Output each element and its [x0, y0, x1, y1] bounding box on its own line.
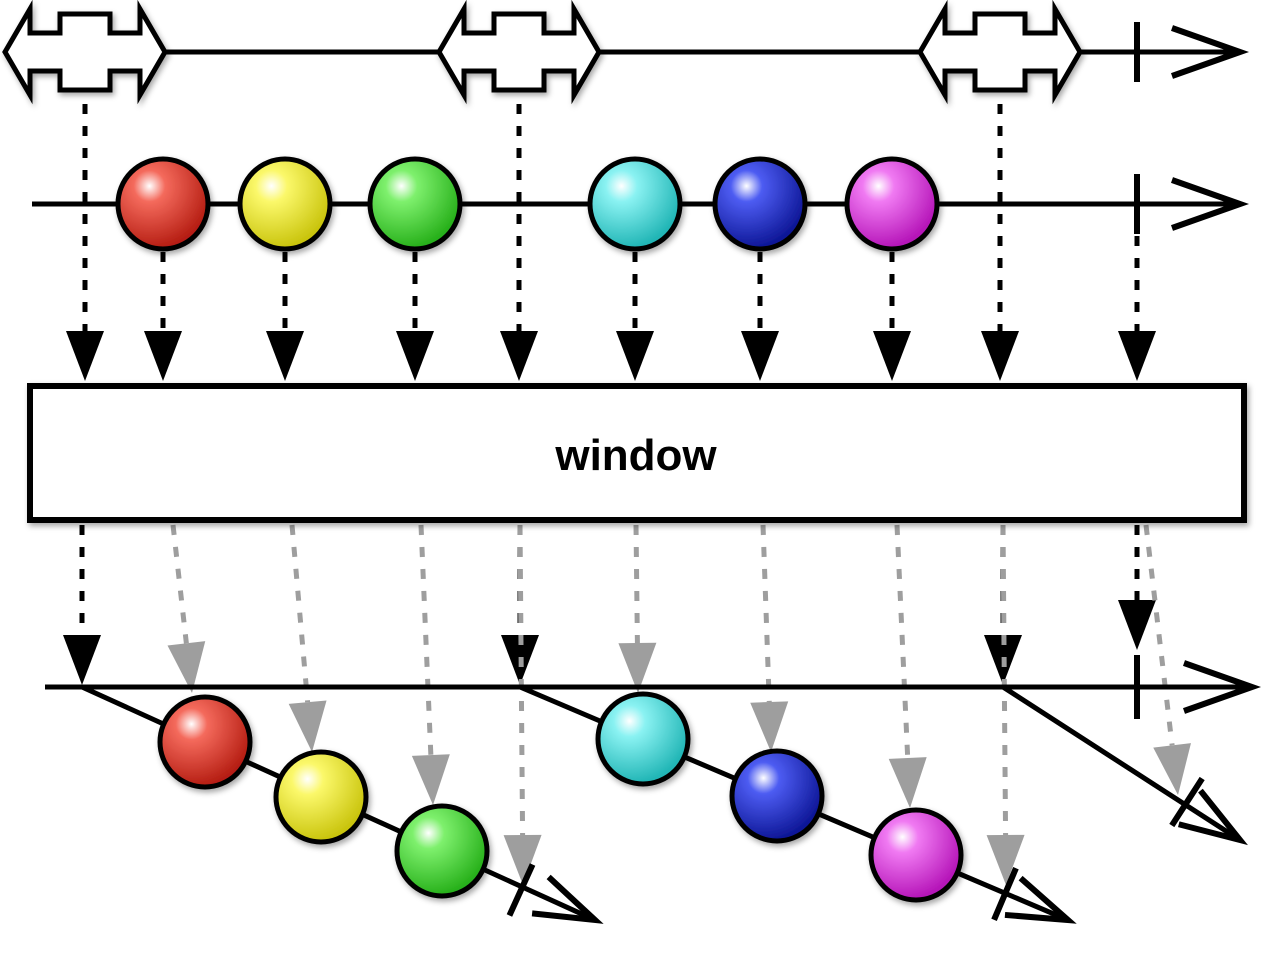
boundary-input-arrow — [500, 82, 538, 381]
source-marble-magenta — [844, 156, 940, 252]
source-input-arrow-head — [396, 331, 434, 381]
source-input-arrow — [616, 252, 654, 381]
passthrough-arrow — [288, 524, 327, 752]
marble-layer — [2, 0, 1083, 903]
window-completion-mark — [991, 867, 1019, 921]
source-marble-red — [115, 156, 211, 252]
boundary-input-arrow — [66, 82, 104, 381]
window-open-arrow — [63, 525, 101, 685]
source-input-arrow-head — [741, 331, 779, 381]
source-input-arrow-head — [616, 331, 654, 381]
window-marble-red — [157, 694, 253, 790]
window-completion-mark — [1169, 776, 1205, 828]
boundary-input-arrow — [981, 82, 1019, 381]
passthrough-arrow — [167, 524, 206, 693]
passthrough-arrow — [411, 524, 450, 805]
boundary-input-arrow-head — [981, 331, 1019, 381]
operator-label: window — [554, 431, 717, 480]
window-timeline-arrowhead — [1177, 788, 1248, 846]
completion-input-arrow — [1118, 236, 1156, 381]
passthrough-arrow — [618, 524, 657, 693]
passthrough-arrow-head — [288, 700, 327, 752]
window-marble-magenta — [868, 807, 964, 903]
window-marble-blue — [729, 748, 825, 844]
passthrough-arrow-shaft — [633, 524, 640, 644]
output-completion-arrow — [1118, 525, 1156, 650]
passthrough-arrow-head — [888, 757, 927, 808]
source-input-arrow — [873, 252, 911, 381]
passthrough-arrow-shaft — [760, 524, 772, 703]
source-timeline-arrowhead — [1171, 177, 1250, 231]
passthrough-arrow-shaft — [894, 524, 911, 759]
passthrough-arrow-shaft — [418, 524, 434, 756]
window-open-arrow-head — [63, 635, 101, 685]
passthrough-arrow — [750, 524, 789, 752]
source-marble-cyan — [587, 156, 683, 252]
boundary-input-arrow-head — [500, 331, 538, 381]
passthrough-arrow-head — [411, 754, 450, 805]
passthrough-arrow-shaft — [1143, 524, 1175, 746]
passthrough-arrow-head — [750, 701, 789, 752]
passthrough-arrow — [503, 524, 542, 885]
passthrough-arrow-head — [167, 641, 206, 693]
boundary-marker — [436, 0, 602, 105]
passthrough-arrow — [1143, 524, 1191, 795]
window-timeline — [1001, 684, 1239, 841]
source-input-arrow — [741, 252, 779, 381]
boundary-input-arrow-head — [66, 331, 104, 381]
connector-layer — [63, 82, 1191, 885]
window-operator-box: window — [27, 383, 1247, 523]
window-timeline-arrowhead — [531, 874, 604, 924]
source-marble-blue — [712, 156, 808, 252]
boundary-timeline-arrowhead — [1171, 25, 1250, 79]
boundary-marker — [2, 0, 168, 105]
source-input-arrow-head — [873, 331, 911, 381]
source-input-arrow — [396, 252, 434, 381]
window-completion-mark — [506, 863, 536, 917]
completion-input-arrow-head — [1118, 331, 1156, 381]
passthrough-arrow-head — [986, 834, 1025, 885]
source-input-arrow-head — [144, 331, 182, 381]
source-marble-green — [367, 156, 463, 252]
passthrough-arrow-shaft — [1000, 524, 1009, 836]
boundary-marker — [917, 0, 1083, 105]
passthrough-arrow-shaft — [289, 524, 311, 703]
output-completion-arrow-head — [1118, 600, 1156, 650]
window-marble-cyan — [595, 691, 691, 787]
window-timeline-arrowhead — [1004, 875, 1077, 924]
source-input-arrow-head — [266, 331, 304, 381]
passthrough-arrow-head — [503, 834, 542, 885]
passthrough-arrow — [888, 524, 927, 808]
source-input-arrow — [144, 252, 182, 381]
source-input-arrow — [266, 252, 304, 381]
window-marble-green — [394, 803, 490, 899]
passthrough-arrow-shaft — [517, 524, 526, 836]
passthrough-arrow-head — [1153, 743, 1191, 795]
output-timeline-arrowhead — [1183, 660, 1262, 714]
source-marble-yellow — [237, 156, 333, 252]
passthrough-arrow-shaft — [170, 524, 189, 644]
passthrough-arrow-head — [618, 642, 657, 693]
passthrough-arrow — [986, 524, 1025, 885]
window-marble-yellow — [273, 749, 369, 845]
